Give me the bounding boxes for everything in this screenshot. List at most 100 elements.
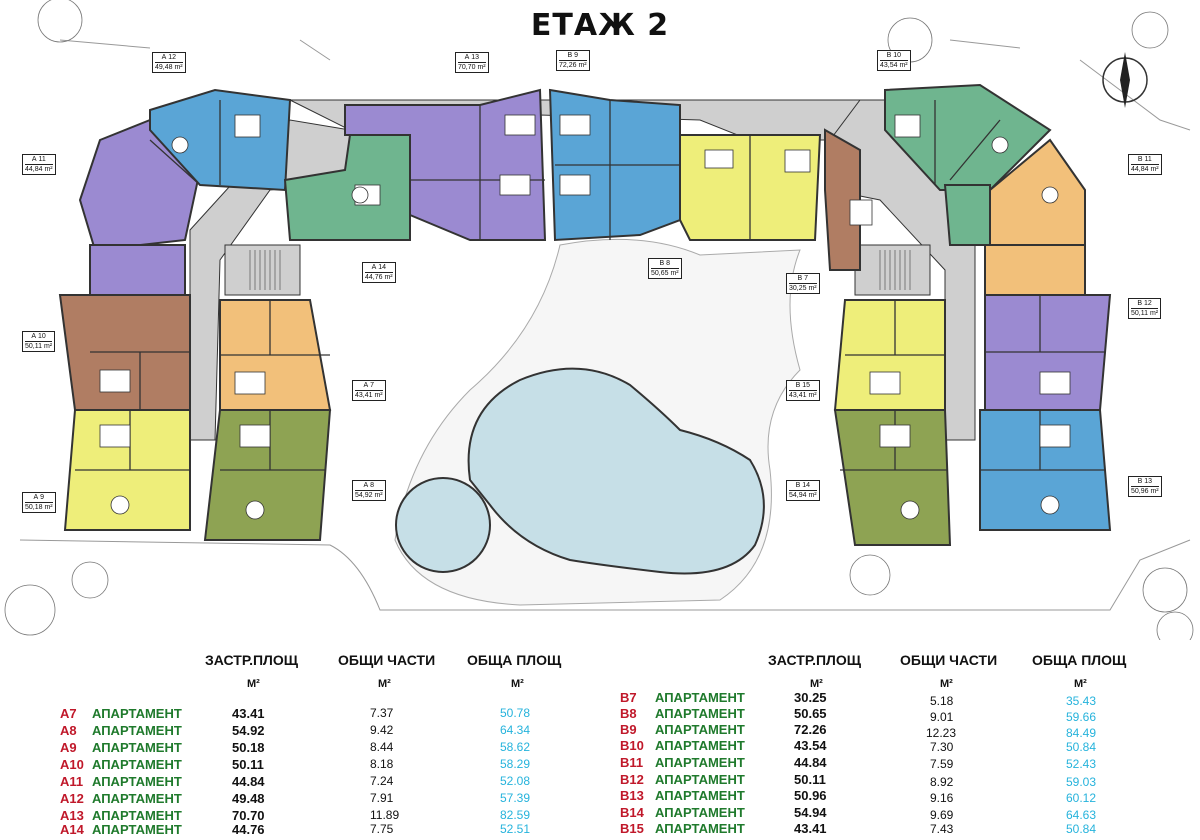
apartment-code: В8	[620, 706, 637, 721]
header-built-area: ЗАСТР.ПЛОЩ	[205, 652, 299, 668]
apartment-code: А8	[60, 723, 77, 738]
built-area: 50.11	[794, 772, 826, 787]
apartment-code: В13	[620, 788, 644, 803]
common-area: 11.89	[370, 808, 400, 822]
apartment-code: А13	[60, 808, 84, 823]
furniture	[99, 114, 1071, 520]
partitions	[75, 100, 1105, 471]
common-area: 12.23	[926, 726, 957, 740]
apartment-code: В7	[620, 690, 637, 705]
apartment-code: В12	[620, 772, 644, 787]
common-area: 8.92	[930, 775, 954, 789]
header-common-parts: ОБЩИ ЧАСТИ	[900, 652, 998, 668]
built-area: 50.65	[794, 706, 827, 721]
total-area: 35.43	[1066, 694, 1097, 708]
apartment-type: АПАРТАМЕНТ	[92, 740, 182, 755]
common-area: 9.69	[930, 808, 954, 822]
built-area: 50.18	[232, 740, 265, 755]
total-area: 50.78	[500, 706, 531, 720]
apartment-code: В15	[620, 821, 644, 836]
page-title: ЕТАЖ 2	[530, 8, 670, 43]
apartment-type: АПАРТАМЕНТ	[92, 822, 182, 837]
site-outline	[19, 39, 1191, 611]
header-total-area: ОБЩА ПЛОЩ	[467, 652, 562, 668]
common-area: 7.91	[370, 791, 394, 805]
apartment-code: В11	[620, 755, 644, 770]
apartment-type: АПАРТАМЕНТ	[92, 757, 182, 772]
apartment-type: АПАРТАМЕНТ	[92, 808, 182, 823]
built-area: 49.48	[232, 791, 265, 806]
common-area: 8.18	[370, 757, 394, 771]
total-area: 82.59	[500, 808, 531, 822]
apartment-type: АПАРТАМЕНТ	[655, 722, 745, 737]
total-area: 59.66	[1066, 710, 1097, 724]
total-area: 58.29	[500, 757, 531, 771]
built-area: 50.11	[232, 757, 264, 772]
total-area: 58.62	[500, 740, 531, 754]
total-area: 50.84	[1066, 822, 1097, 836]
apartment-code: А10	[60, 757, 84, 772]
apartment-code: В10	[620, 738, 644, 753]
built-area: 43.41	[232, 706, 265, 721]
apartment-type: АПАРТАМЕНТ	[655, 690, 745, 705]
unit-common: M²	[378, 678, 391, 690]
apartment-code: В14	[620, 805, 644, 820]
built-area: 30.25	[794, 690, 827, 705]
unit-common: M²	[940, 678, 953, 690]
built-area: 44.84	[794, 755, 827, 770]
floor-plan	[4, 0, 1194, 640]
total-area: 64.34	[500, 723, 531, 737]
common-area: 5.18	[930, 694, 954, 708]
unit-built: M²	[810, 678, 823, 690]
compass-icon	[1102, 52, 1148, 108]
apartment-type: АПАРТАМЕНТ	[655, 706, 745, 721]
header-built-area: ЗАСТР.ПЛОЩ	[768, 652, 862, 668]
common-area: 9.16	[930, 791, 954, 805]
apartment-type: АПАРТАМЕНТ	[92, 774, 182, 789]
built-area: 43.41	[794, 821, 827, 836]
total-area: 50.84	[1066, 740, 1097, 754]
common-area: 7.37	[370, 706, 394, 720]
total-area: 57.39	[500, 791, 531, 805]
common-area: 7.75	[370, 822, 394, 836]
common-area: 7.59	[930, 757, 954, 771]
total-area: 52.51	[500, 822, 531, 836]
built-area: 43.54	[794, 738, 827, 753]
total-area: 52.08	[500, 774, 531, 788]
apartment-type: АПАРТАМЕНТ	[655, 805, 745, 820]
total-area: 64.63	[1066, 808, 1097, 822]
unit-total: M²	[1074, 678, 1087, 690]
apartment-code: В9	[620, 722, 637, 737]
apartment-code: А9	[60, 740, 77, 755]
swimming-pool	[467, 367, 765, 575]
apartment-type: АПАРТАМЕНТ	[655, 788, 745, 803]
common-area: 8.44	[370, 740, 394, 754]
apartment-type: АПАРТАМЕНТ	[92, 723, 182, 738]
apartment-code: А11	[60, 774, 84, 789]
apartment-type: АПАРТАМЕНТ	[655, 821, 745, 836]
header-total-area: ОБЩА ПЛОЩ	[1032, 652, 1127, 668]
pool-round	[395, 477, 491, 573]
unit-total: M²	[511, 678, 524, 690]
apartment-type: АПАРТАМЕНТ	[655, 755, 745, 770]
unit-built: M²	[247, 678, 260, 690]
apartment-code: А14	[60, 822, 84, 837]
apartment-type: АПАРТАМЕНТ	[92, 791, 182, 806]
built-area: 70.70	[232, 808, 265, 823]
total-area: 84.49	[1066, 726, 1097, 740]
common-area: 7.30	[930, 740, 954, 754]
apartment-type: АПАРТАМЕНТ	[655, 772, 745, 787]
